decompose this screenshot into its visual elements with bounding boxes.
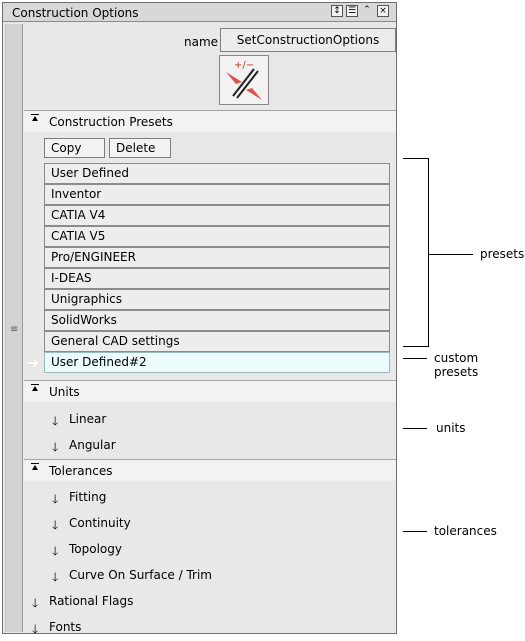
annotation-units: units <box>436 421 466 435</box>
down-arrow-icon[interactable]: 🡓 <box>32 622 39 636</box>
annotation-bracket-top <box>403 158 429 159</box>
section-title: Tolerances <box>49 464 113 478</box>
panel-side-strip[interactable]: ≡ <box>5 24 23 632</box>
collapse-icon[interactable] <box>31 114 41 127</box>
preset-solidworks[interactable]: SolidWorks <box>44 310 390 331</box>
preset-inventor[interactable]: Inventor <box>44 184 390 205</box>
preset-pro-engineer[interactable]: Pro/ENGINEER <box>44 247 390 268</box>
section-tolerances[interactable]: Tolerances <box>24 459 396 481</box>
down-arrow-icon[interactable]: 🡓 <box>52 570 59 584</box>
section-fonts[interactable]: Fonts <box>49 620 82 634</box>
units-linear[interactable]: Linear <box>69 412 107 426</box>
tolerance-topology[interactable]: Topology <box>69 542 122 556</box>
annotation-presets: presets <box>480 247 525 261</box>
section-rational-flags[interactable]: Rational Flags <box>49 594 134 608</box>
annotation-bracket-bottom <box>403 346 429 347</box>
annotation-bracket-side <box>428 158 429 347</box>
annotation-leader <box>403 531 427 532</box>
panel-content: name SetConstructionOptions +/− Construc… <box>24 22 396 636</box>
svg-text:+/−: +/− <box>234 60 254 71</box>
delete-button[interactable]: Delete <box>109 138 171 158</box>
collapse-icon[interactable] <box>31 463 41 476</box>
collapse-icon[interactable] <box>31 384 41 397</box>
down-arrow-icon[interactable]: 🡓 <box>52 492 59 506</box>
preset-user-defined[interactable]: User Defined <box>44 163 390 184</box>
section-units[interactable]: Units <box>24 380 396 402</box>
annotation-leader <box>403 428 427 429</box>
tolerance-continuity[interactable]: Continuity <box>69 516 131 530</box>
preset-i-deas[interactable]: I-DEAS <box>44 268 390 289</box>
down-arrow-icon[interactable]: 🡓 <box>52 544 59 558</box>
down-arrow-icon[interactable]: 🡓 <box>52 414 59 428</box>
preset-general-cad[interactable]: General CAD settings <box>44 331 390 352</box>
grip-icon[interactable]: ≡ <box>10 324 19 335</box>
tolerance-fitting[interactable]: Fitting <box>69 490 107 504</box>
name-label: name <box>184 35 219 49</box>
down-arrow-icon[interactable]: 🡓 <box>32 596 39 610</box>
down-arrow-icon[interactable]: 🡓 <box>52 440 59 454</box>
section-title: Units <box>49 385 80 399</box>
preset-custom[interactable]: User Defined#2 <box>44 352 390 373</box>
preset-unigraphics[interactable]: Unigraphics <box>44 289 390 310</box>
preset-catia-v5[interactable]: CATIA V5 <box>44 226 390 247</box>
annotation-tolerances: tolerances <box>434 524 497 538</box>
section-construction-presets[interactable]: Construction Presets <box>24 110 396 132</box>
annotation-custom-presets: custom presets <box>434 351 479 379</box>
collapse-panel-icon[interactable]: ⌃ <box>363 5 371 15</box>
arrow-right-icon: ➜ <box>26 353 40 372</box>
menu-icon[interactable]: ☰ <box>346 5 358 17</box>
down-arrow-icon[interactable]: 🡓 <box>52 518 59 532</box>
resize-icon[interactable]: ↕ <box>331 5 343 17</box>
copy-button[interactable]: Copy <box>44 138 105 158</box>
annotation-leader <box>403 358 427 359</box>
tolerance-curve-on-surface[interactable]: Curve On Surface / Trim <box>69 568 212 582</box>
close-icon[interactable]: × <box>377 5 389 17</box>
construction-options-icon[interactable]: +/− <box>219 55 269 105</box>
annotation-leader <box>429 254 473 255</box>
panel-title: Construction Options <box>12 6 139 20</box>
preset-catia-v4[interactable]: CATIA V4 <box>44 205 390 226</box>
name-field[interactable]: SetConstructionOptions <box>220 28 396 52</box>
units-angular[interactable]: Angular <box>69 438 116 452</box>
construction-options-panel: Construction Options ↕ ☰ ⌃ × ≡ name SetC… <box>2 2 397 636</box>
section-title: Construction Presets <box>49 115 173 129</box>
title-bar: Construction Options ↕ ☰ ⌃ × <box>3 3 396 22</box>
